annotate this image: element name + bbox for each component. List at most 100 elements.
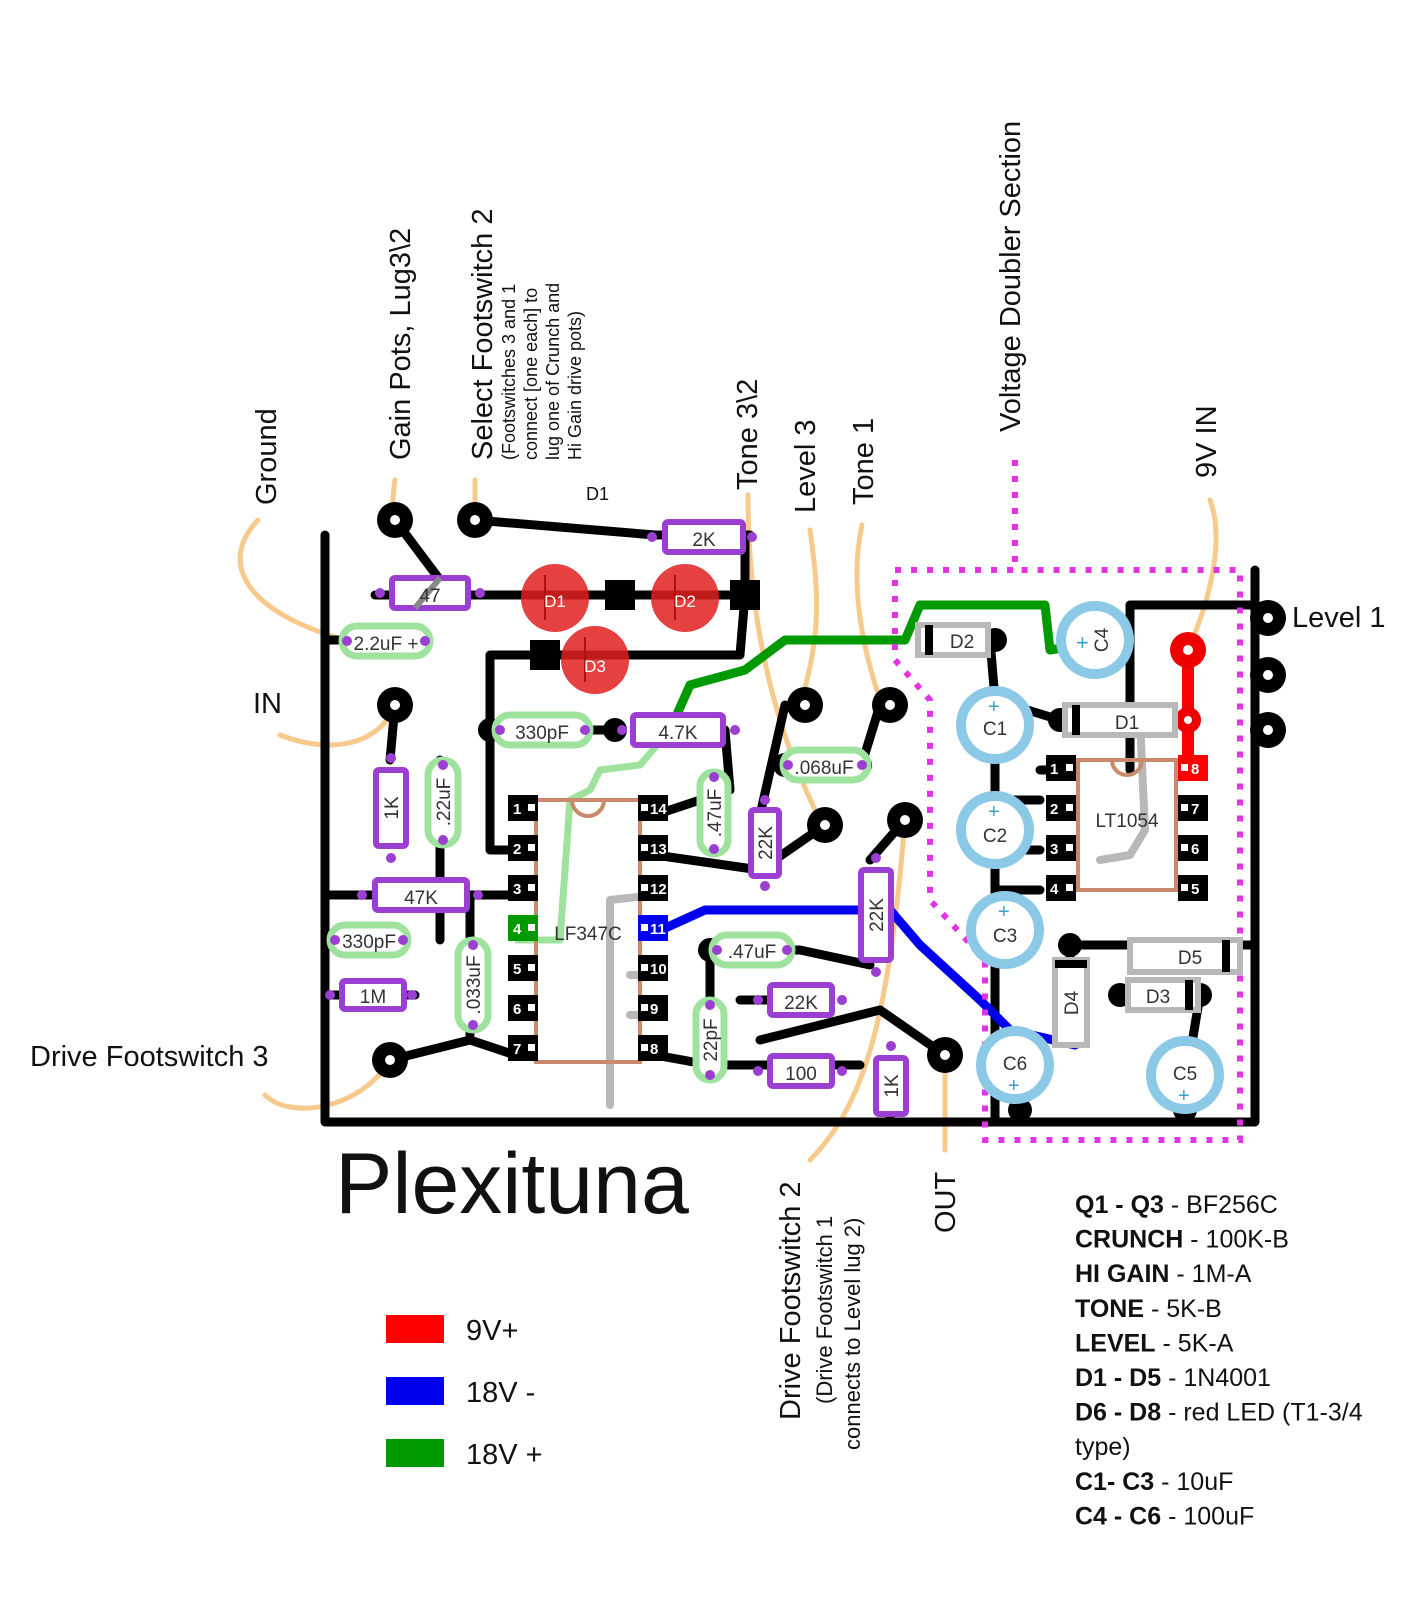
parts-list-value: type): [1075, 1433, 1131, 1461]
label-drive-footswitch-3: Drive Footswitch 3: [30, 1041, 269, 1073]
diodes: D2 D1 D5 D4 D3: [915, 622, 1243, 1048]
parts-list-item: CRUNCH - 100K-B: [1075, 1226, 1289, 1254]
ic1-pin: 1: [508, 795, 538, 821]
led-d2-label: D2: [674, 592, 696, 611]
parts-list-value: - 5K-B: [1144, 1295, 1222, 1323]
ic1-pin: 11: [638, 915, 668, 941]
electrolytic-capacitors: [956, 601, 1224, 1114]
cap-c2-label: C2: [983, 826, 1007, 847]
film-capacitors: 2.2uF + 330pF .068uF .22uF 330pF .033uF …: [326, 622, 872, 1084]
parts-list-name: TONE: [1075, 1295, 1144, 1323]
ic2-pin-label: 4: [1050, 881, 1059, 898]
ic1-pin-label: 2: [513, 841, 521, 858]
parts-list-item: LEVEL - 5K-A: [1075, 1329, 1234, 1357]
ic2-pin: 3: [1046, 835, 1076, 861]
ic2-pin: 6: [1178, 835, 1208, 861]
legend-swatch-18v-minus: [386, 1377, 444, 1405]
ic1-pin: 3: [508, 875, 538, 901]
select-note-line-3: lug one of Crunch and: [543, 283, 563, 460]
parts-list-item: type): [1075, 1433, 1131, 1461]
ic1-pin-label: 11: [650, 921, 666, 938]
parts-list-item: D6 - D8 - red LED (T1-3/4: [1075, 1399, 1363, 1427]
r-100-label: 100: [785, 1064, 817, 1085]
led-d1-label: D1: [544, 592, 566, 611]
select-note-line-1: (Footswitches 3 and 1: [499, 284, 519, 460]
ic1-pin-label: 7: [513, 1041, 521, 1058]
cap-c4-label: C4: [1092, 627, 1113, 652]
resistors: 2K 47 4.7K 47K 1M 22K 100: [325, 519, 847, 1089]
c-330p-a-label: 330pF: [515, 723, 569, 744]
svg-text:+: +: [998, 901, 1010, 923]
ic1-pin: 7: [508, 1035, 538, 1061]
ic1-pin-label: 5: [513, 961, 521, 978]
ic1-pin: 10: [638, 955, 668, 981]
ic1-pin-label: 4: [513, 921, 522, 938]
label-voltage-doubler: Voltage Doubler Section: [995, 121, 1027, 432]
label-select-footswitch-2: Select Footswitch 2: [467, 209, 499, 460]
ic2-pin: 4: [1046, 875, 1076, 901]
r-2k-label: 2K: [692, 530, 716, 551]
label-ground: Ground: [251, 408, 283, 505]
parts-list-name: C1- C3: [1075, 1468, 1154, 1496]
label-d1-top: D1: [586, 484, 609, 504]
ic1-pin-label: 12: [650, 881, 667, 898]
parts-list-name: CRUNCH: [1075, 1226, 1183, 1254]
cap-c3-label: C3: [993, 926, 1017, 947]
svg-text:+: +: [1008, 1075, 1020, 1097]
connection-labels: Ground Gain Pots, Lug3\2 Select Footswit…: [30, 121, 1386, 1450]
led-d1: [521, 564, 589, 632]
r-1m-label: 1M: [360, 987, 386, 1008]
ic2-pin: 5: [1178, 875, 1208, 901]
parts-list-name: D1 - D5: [1075, 1364, 1161, 1392]
ic1-pin: 2: [508, 835, 538, 861]
label-gain-pots: Gain Pots, Lug3\2: [385, 228, 417, 460]
ic1-pin-label: 8: [650, 1041, 658, 1058]
resistors-vertical: 1K 22K 22K 1K: [373, 753, 909, 1117]
label-9v-in: 9V IN: [1191, 405, 1223, 478]
ic1-pin-label: 6: [513, 1001, 521, 1018]
parts-list-value: - 1N4001: [1161, 1364, 1271, 1392]
ic2-pin-label: 1: [1050, 761, 1058, 778]
c-068-label: .068uF: [794, 758, 853, 779]
parts-list-item: C4 - C6 - 100uF: [1075, 1502, 1254, 1530]
ic2-pin-label: 6: [1191, 841, 1199, 858]
diode-d3-label: D3: [1146, 987, 1170, 1008]
label-tone-1: Tone 1: [848, 418, 880, 505]
parts-list-value: - 10uF: [1154, 1468, 1233, 1496]
ic1-pin-label: 1: [513, 801, 521, 818]
ic1-pin-label: 9: [650, 1001, 658, 1018]
svg-text:+: +: [1076, 630, 1089, 655]
ic2-label: LT1054: [1095, 811, 1158, 832]
diode-d5-label: D5: [1178, 948, 1202, 969]
parts-list-name: Q1 - Q3: [1075, 1191, 1164, 1219]
ic1-pin: 5: [508, 955, 538, 981]
parts-list-item: HI GAIN - 1M-A: [1075, 1260, 1252, 1288]
r-1k-b-label: 1K: [882, 1074, 903, 1098]
parts-list-name: D6 - D8: [1075, 1399, 1161, 1427]
legend-label-9v-plus: 9V+: [466, 1315, 518, 1347]
parts-list-value: - BF256C: [1164, 1191, 1278, 1219]
c-22u-v-label: .22uF: [434, 778, 455, 827]
r-22k-c-label: 22K: [784, 993, 818, 1014]
label-out: OUT: [930, 1172, 962, 1234]
ic1-pin: 8: [638, 1035, 668, 1061]
legend-swatch-9v-plus: [386, 1315, 444, 1343]
parts-list: Q1 - Q3 - BF256C CRUNCH - 100K-B HI GAIN -…: [1075, 1191, 1363, 1530]
color-legend: 9V+ 18V - 18V +: [386, 1315, 543, 1471]
cap-c5-label: C5: [1173, 1064, 1197, 1085]
r-22k-b-label: 22K: [867, 898, 888, 932]
diode-d2-label: D2: [950, 632, 974, 653]
ic2-pin-label: 2: [1050, 801, 1058, 818]
r-22k-a-label: 22K: [756, 826, 777, 860]
r-1k-a-label: 1K: [382, 796, 403, 820]
r-47-label: 47: [419, 586, 440, 607]
r-47k-label: 47K: [404, 888, 438, 909]
cap-c1-label: C1: [983, 719, 1007, 740]
parts-list-value: - 1M-A: [1169, 1260, 1251, 1288]
label-level-3: Level 3: [790, 419, 822, 513]
parts-list-name: LEVEL: [1075, 1329, 1156, 1357]
parts-list-value: - red LED (T1-3/4: [1161, 1399, 1363, 1427]
ic2-pin: 1: [1046, 755, 1076, 781]
